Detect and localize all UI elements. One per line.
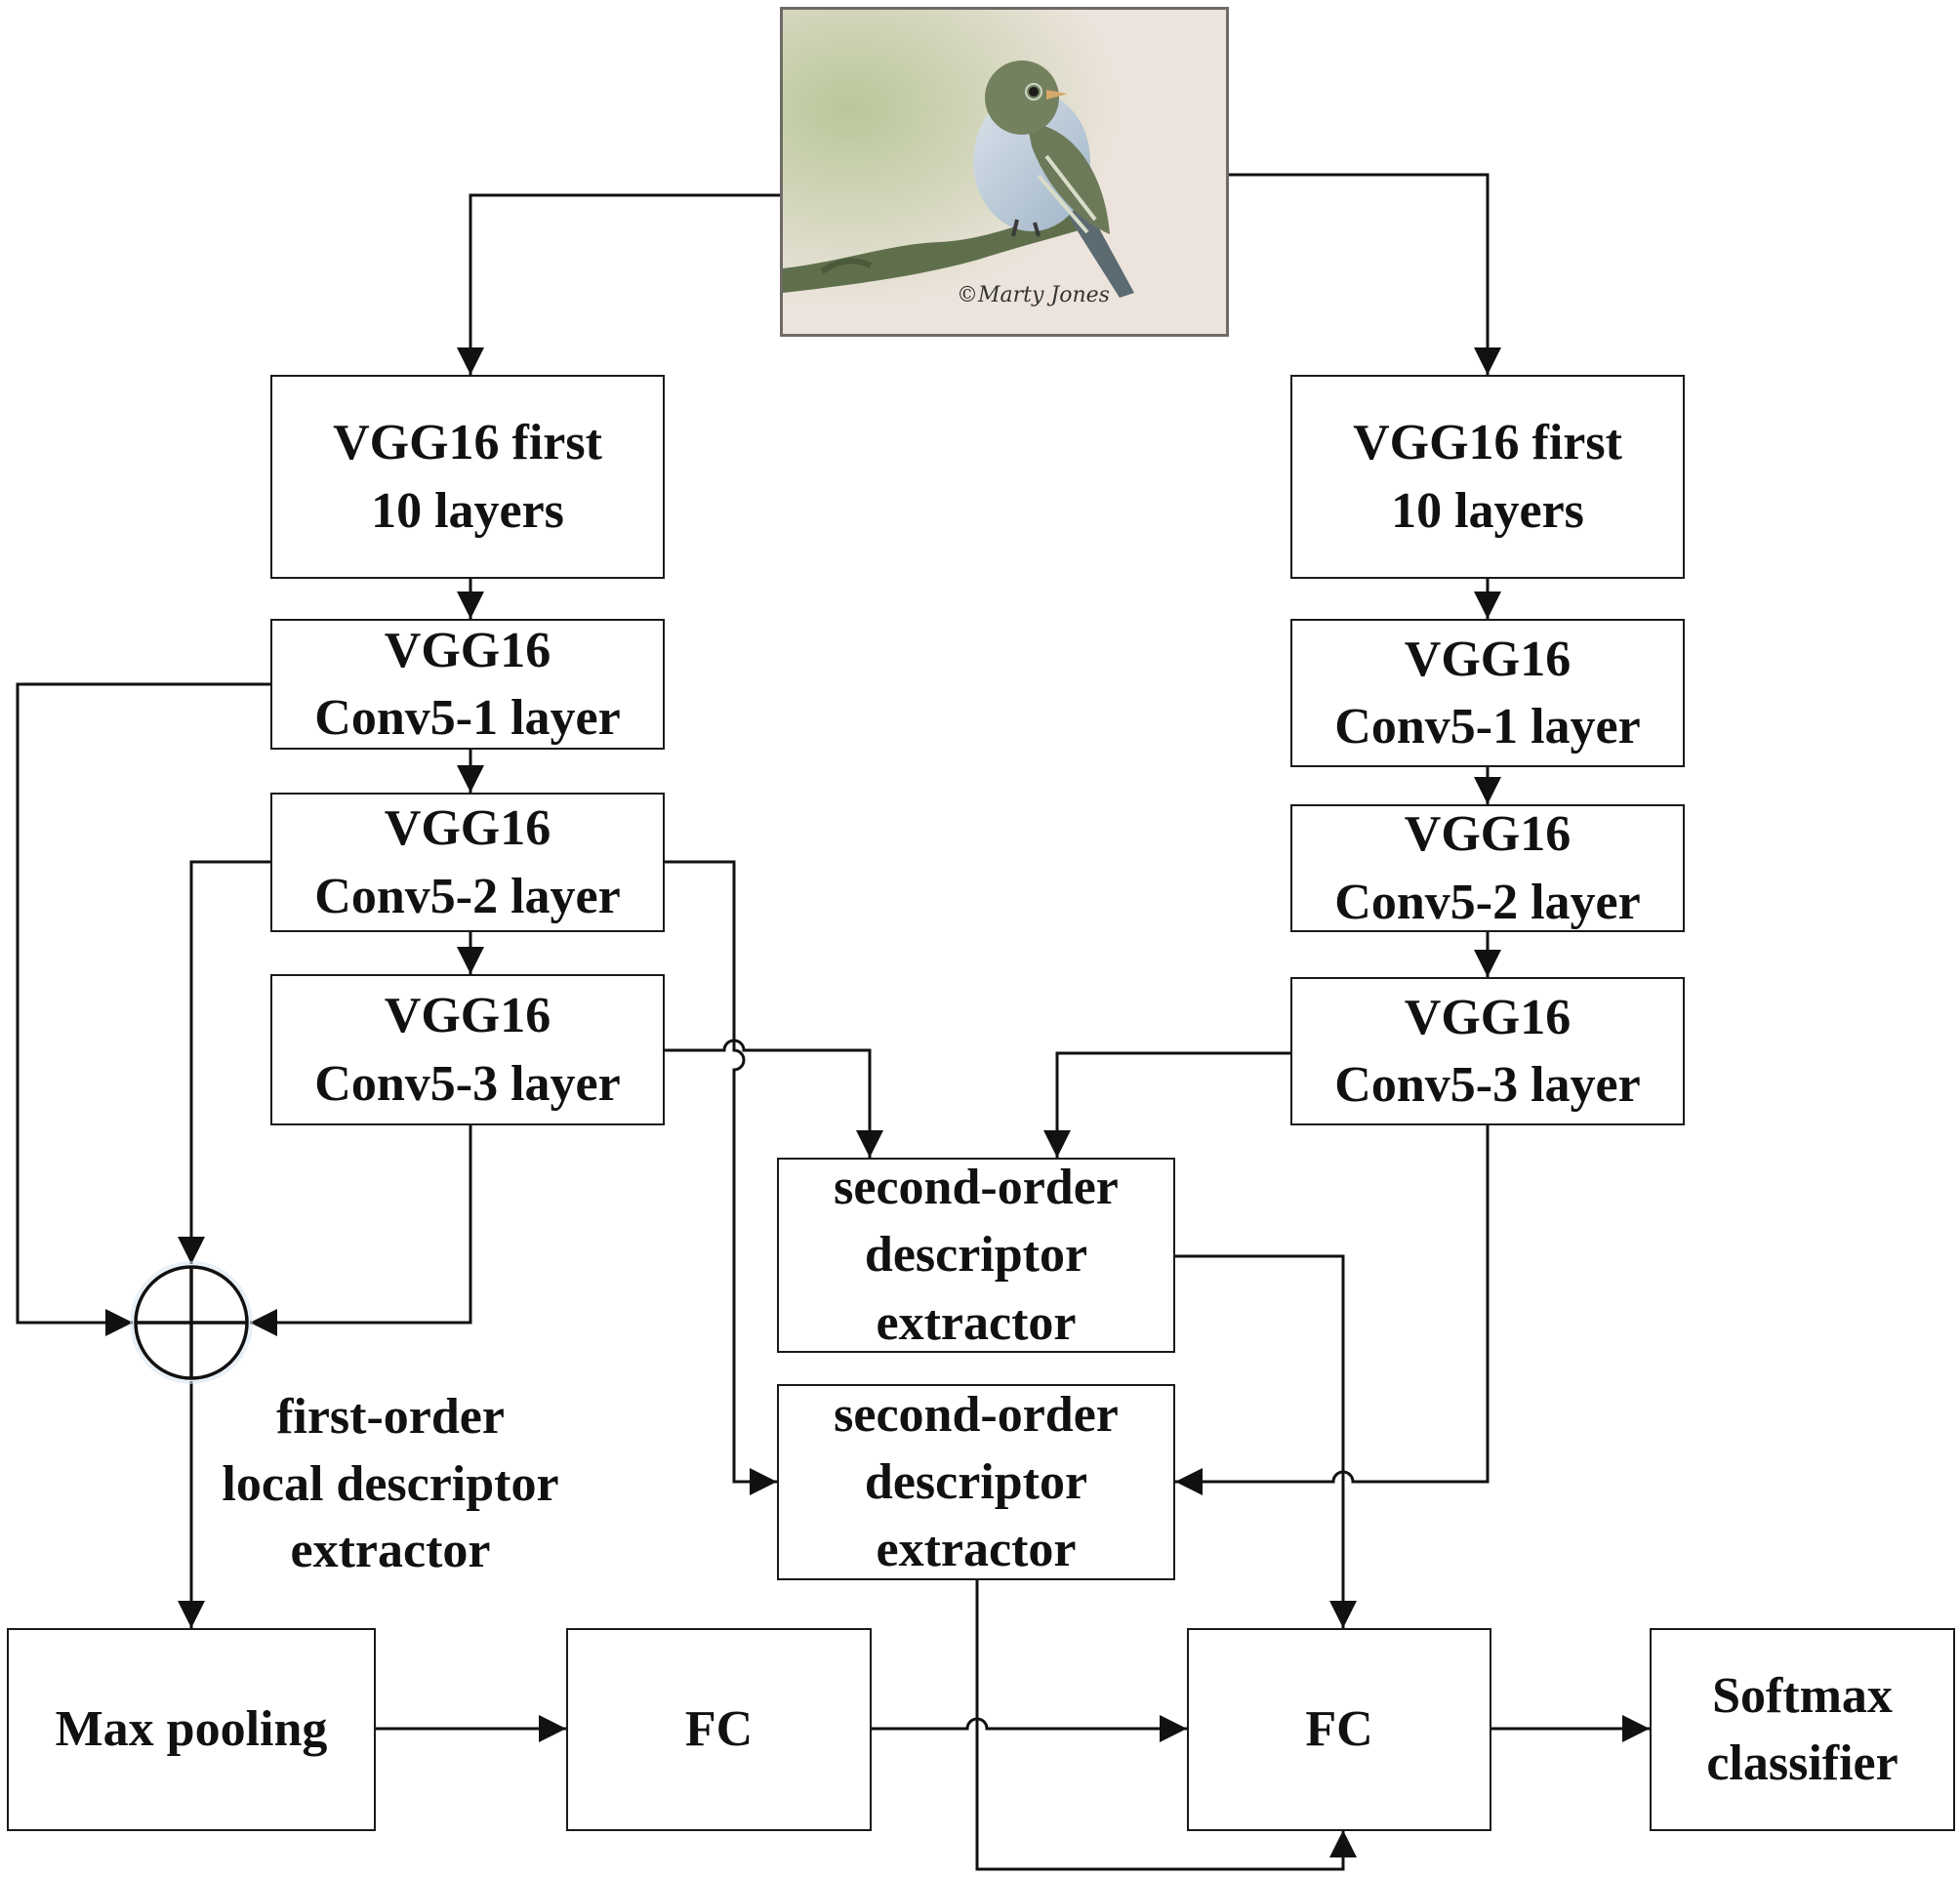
softmax-line2: classifier — [1706, 1735, 1899, 1791]
photo-watermark: ©Marty Jones — [957, 283, 1110, 307]
max-pooling-box: Max pooling — [7, 1628, 376, 1831]
left-conv51-line2: Conv5-1 layer — [314, 690, 621, 746]
right-vgg16-base-line2: 10 layers — [1391, 482, 1584, 539]
left-vgg16-base-line1: VGG16 first — [333, 415, 602, 471]
right-conv53-line1: VGG16 — [1404, 989, 1572, 1045]
softmax-line1: Softmax — [1712, 1667, 1893, 1724]
arrow-conv51-to-sum — [16, 682, 270, 1336]
arrow-right-conv53-to-second-order-top — [1043, 1051, 1290, 1158]
right-conv52-line1: VGG16 — [1404, 806, 1572, 863]
sum-node-icon — [130, 1261, 253, 1384]
right-conv53-line2: Conv5-3 layer — [1334, 1057, 1641, 1113]
softmax-classifier-box: Softmax classifier — [1650, 1628, 1955, 1831]
right-conv53-box: VGG16 Conv5-3 layer — [1290, 977, 1685, 1125]
second-order-top-line1: second-order — [834, 1160, 1119, 1216]
input-bird-image: ©Marty Jones — [780, 7, 1229, 337]
arrow-conv52-to-second-order-bottom — [665, 860, 777, 1495]
second-order-top-line3: extractor — [876, 1294, 1077, 1351]
right-conv51-box: VGG16 Conv5-1 layer — [1290, 619, 1685, 767]
arrow-conv53-to-second-order-top — [665, 1039, 883, 1158]
arrow-image-to-right-base — [1229, 173, 1501, 375]
second-order-extractor-top: second-order descriptor extractor — [777, 1158, 1175, 1353]
right-vgg16-base-line1: VGG16 first — [1353, 415, 1622, 471]
arrow-right-conv53-to-second-order-bottom — [1175, 1125, 1490, 1495]
left-conv52-box: VGG16 Conv5-2 layer — [270, 793, 665, 932]
left-conv53-line2: Conv5-3 layer — [314, 1055, 621, 1112]
arrow-image-to-left-base — [457, 193, 780, 375]
first-order-label: first-order local descriptor extractor — [195, 1384, 586, 1585]
max-pooling-label: Max pooling — [55, 1701, 328, 1758]
arrow-second-order-top-to-fc2 — [1175, 1254, 1357, 1628]
right-vgg16-base-box: VGG16 first 10 layers — [1290, 375, 1685, 579]
second-order-bottom-line2: descriptor — [864, 1453, 1088, 1510]
left-conv52-line2: Conv5-2 layer — [314, 868, 621, 924]
fc2-box: FC — [1187, 1628, 1491, 1831]
second-order-extractor-bottom: second-order descriptor extractor — [777, 1384, 1175, 1580]
second-order-bottom-line1: second-order — [834, 1386, 1119, 1443]
right-conv52-line2: Conv5-2 layer — [1334, 874, 1641, 930]
fc1-label: FC — [684, 1701, 754, 1758]
left-vgg16-base-line2: 10 layers — [371, 482, 564, 539]
left-conv53-line1: VGG16 — [384, 988, 551, 1044]
left-conv51-box: VGG16 Conv5-1 layer — [270, 619, 665, 750]
second-order-bottom-line3: extractor — [876, 1522, 1077, 1578]
left-conv52-line1: VGG16 — [384, 800, 551, 857]
second-order-top-line2: descriptor — [864, 1227, 1088, 1284]
right-conv52-box: VGG16 Conv5-2 layer — [1290, 804, 1685, 932]
fc2-label: FC — [1305, 1701, 1373, 1758]
arrow-conv53-to-sum — [250, 1125, 472, 1336]
fc1-box: FC — [566, 1628, 872, 1831]
left-conv51-line1: VGG16 — [384, 622, 551, 678]
left-vgg16-base-box: VGG16 first 10 layers — [270, 375, 665, 579]
arrow-conv52-to-sum — [178, 860, 270, 1264]
first-order-line1: first-order — [276, 1389, 505, 1445]
first-order-line2: local descriptor — [222, 1455, 559, 1512]
right-conv51-line1: VGG16 — [1404, 631, 1572, 687]
right-conv51-line2: Conv5-1 layer — [1334, 699, 1641, 755]
bird-illustration — [783, 10, 1226, 334]
first-order-line3: extractor — [290, 1523, 491, 1579]
arrow-second-order-bottom-to-fc2 — [975, 1580, 1357, 1871]
arrow-fc1-to-fc2 — [872, 1715, 1187, 1742]
left-conv53-box: VGG16 Conv5-3 layer — [270, 974, 665, 1125]
